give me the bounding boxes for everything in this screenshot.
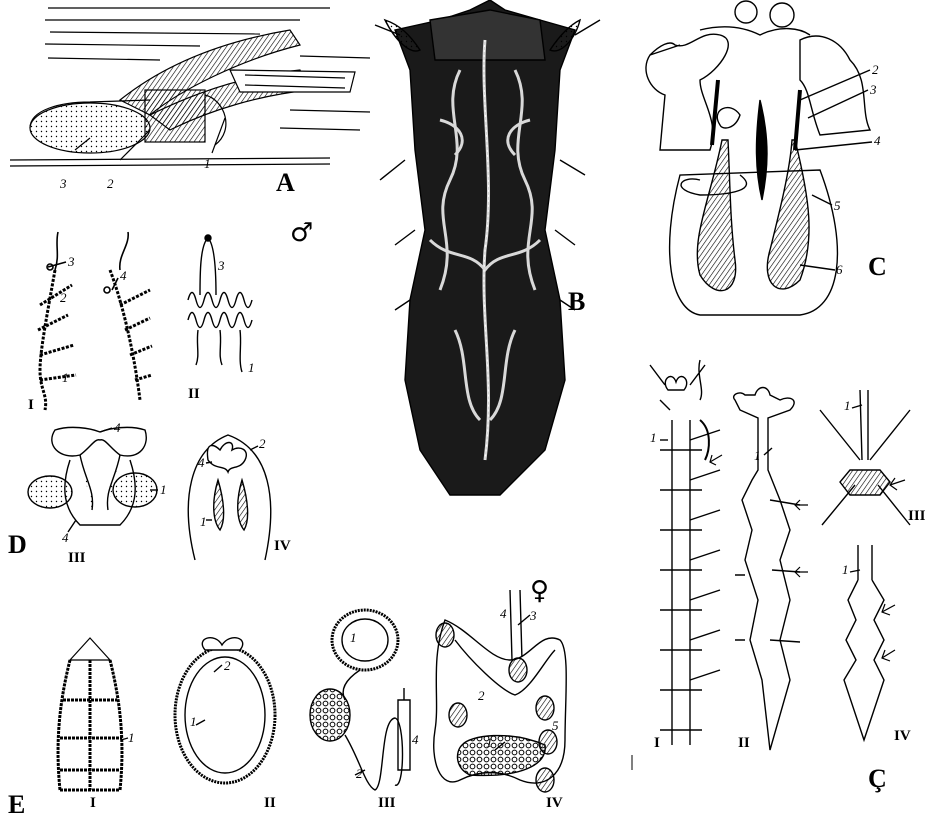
subpanel-label: I — [654, 735, 660, 752]
subpanel-label: II — [264, 795, 276, 812]
part-number: 1 — [160, 482, 167, 498]
panel-c-cedilla-iv-drawing — [844, 545, 884, 740]
panel-e-iii-drawing — [310, 610, 410, 790]
part-number: 5 — [834, 198, 841, 214]
part-number: 4 — [874, 133, 881, 149]
subpanel-label: I — [90, 795, 96, 812]
part-number: 1 — [486, 735, 493, 751]
part-number: 1 — [248, 360, 255, 376]
panel-d-i-drawing — [38, 232, 152, 410]
part-number: 1 — [350, 630, 357, 646]
panel-d-ii-drawing — [188, 235, 252, 372]
part-number: 6 — [836, 262, 843, 278]
part-number: 4 — [120, 268, 127, 284]
part-number: 1 — [200, 514, 207, 530]
part-number: 1 — [190, 714, 197, 730]
part-number: 1 — [650, 430, 657, 446]
part-number: 3 — [60, 176, 67, 192]
part-number: 2 — [107, 176, 114, 192]
panel-a-drawing — [10, 8, 370, 166]
panel-label-d: D — [8, 530, 27, 560]
part-number: 2 — [259, 436, 266, 452]
part-number: 3 — [218, 258, 225, 274]
part-number: 1 — [128, 730, 135, 746]
panel-label-a: A — [276, 168, 295, 198]
part-number: 1 — [62, 370, 69, 386]
part-number: 1 — [754, 448, 761, 464]
part-number: 4 — [114, 420, 121, 436]
subpanel-label: I — [28, 397, 34, 414]
subpanel-label: III — [908, 508, 926, 525]
part-number: 5 — [552, 718, 559, 734]
part-number: 1 — [842, 562, 849, 578]
panel-e-i-drawing — [58, 638, 128, 790]
part-number: 2 — [60, 290, 67, 306]
part-number: 1 — [204, 156, 211, 172]
panel-c-cedilla-i-drawing — [650, 360, 720, 745]
panel-d-iii-drawing — [28, 427, 158, 532]
subpanel-label: II — [738, 735, 750, 752]
panel-label-c-cedilla: Ç — [868, 764, 887, 794]
part-number: 3 — [530, 608, 537, 624]
part-number: 4 — [412, 732, 419, 748]
panel-label-b: B — [568, 287, 585, 317]
part-number: 2 — [356, 766, 363, 782]
part-number: 3 — [870, 82, 877, 98]
part-number: 1 — [844, 398, 851, 414]
subpanel-label: III — [378, 795, 396, 812]
part-number: 4 — [62, 530, 69, 546]
part-number: 2 — [872, 62, 879, 78]
female-symbol: ♀ — [530, 576, 549, 606]
part-number: 4 — [500, 606, 507, 622]
panel-b-drawing — [375, 0, 600, 495]
part-number: 4 — [198, 455, 205, 471]
subpanel-label: IV — [894, 728, 911, 745]
subpanel-label: IV — [274, 538, 291, 555]
panel-d-iv-drawing — [188, 435, 270, 560]
subpanel-label: II — [188, 386, 200, 403]
male-symbol: ♂ — [290, 218, 313, 248]
part-number: 2 — [478, 688, 485, 704]
subpanel-label: IV — [546, 795, 563, 812]
subpanel-label: III — [68, 550, 86, 567]
panel-c-cedilla-iii-drawing — [820, 390, 910, 525]
panel-label-e: E — [8, 790, 25, 820]
panel-label-c: C — [868, 252, 887, 282]
part-number: 2 — [224, 658, 231, 674]
part-number: 3 — [68, 254, 75, 270]
panel-c-cedilla-ii-drawing — [734, 388, 800, 751]
